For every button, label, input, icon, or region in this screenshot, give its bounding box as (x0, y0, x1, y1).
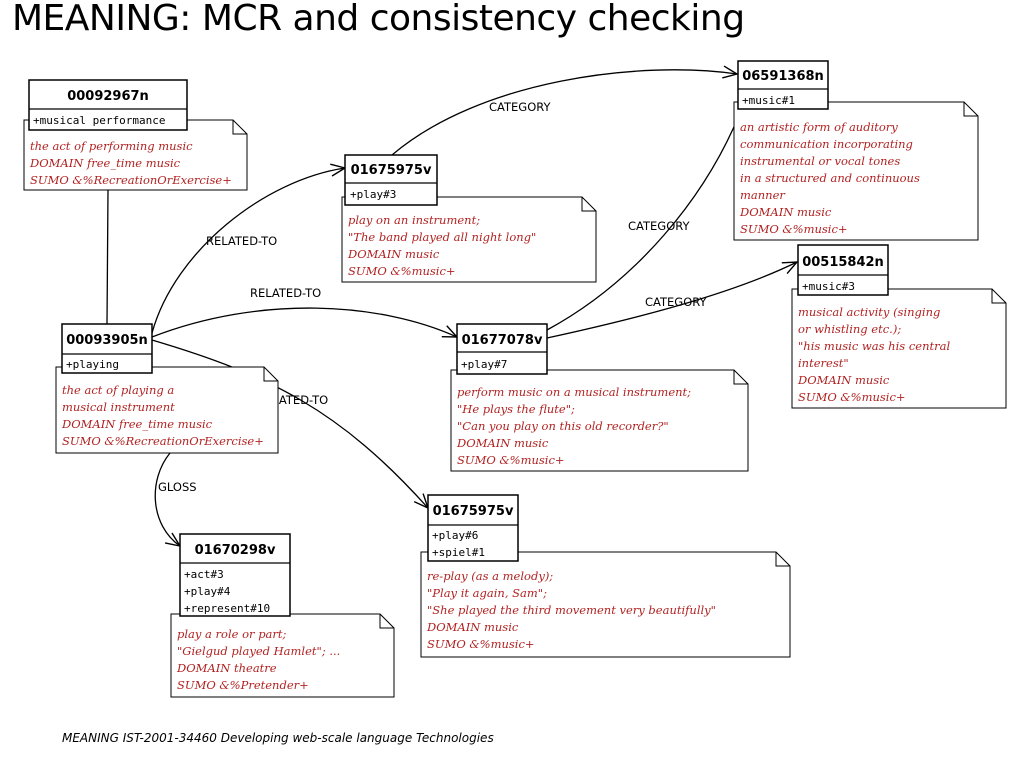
note-line: DOMAIN free_time music (61, 417, 213, 431)
edge-category-01675975v-06591368n (391, 70, 737, 156)
note-line: play a role or part; (177, 627, 287, 641)
note-line: manner (740, 188, 786, 202)
note-line: DOMAIN free_time music (29, 156, 181, 170)
footer-text: MEANING IST-2001-34460 Developing web-sc… (62, 731, 494, 745)
gloss-note: re-play (as a melody); "Play it again, S… (420, 551, 791, 658)
note-line: SUMO &%RecreationOrExercise+ (30, 173, 232, 187)
note-line: communication incorporating (740, 137, 913, 151)
note-line: in a structured and continuous (740, 171, 920, 185)
notes: the act of performing music DOMAIN free_… (23, 101, 1007, 698)
note-line: "Can you play on this old recorder?" (457, 419, 669, 433)
edge-label: CATEGORY (628, 219, 691, 233)
edge-category-01677078v-06591368n (546, 92, 748, 331)
note-line: SUMO &%RecreationOrExercise+ (62, 434, 264, 448)
note-line: DOMAIN theatre (176, 661, 277, 675)
synset-member: +spiel#1 (432, 546, 485, 559)
note-line: SUMO &%music+ (457, 453, 565, 467)
note-line: DOMAIN music (797, 373, 890, 387)
note-line: interest" (798, 356, 849, 370)
note-line: "She played the third movement very beau… (427, 603, 716, 617)
edge-label: RELATED-TO (206, 234, 277, 248)
synset-node[interactable]: 00092967n +musical performance (28, 79, 188, 131)
edge-gloss-00093905n-01670298v (154, 452, 180, 546)
synset-node[interactable]: 01670298v +act#3 +play#4 +represent#10 (179, 533, 291, 617)
note-line: SUMO &%music+ (427, 637, 535, 651)
synset-member: +play#6 (432, 529, 478, 542)
synset-member: +play#4 (184, 585, 231, 598)
synset-member: +represent#10 (184, 602, 270, 615)
synset-member: +act#3 (184, 568, 224, 581)
edge-related-00093905n-01675975v-b (151, 339, 428, 508)
note-line: perform music on a musical instrument; (457, 385, 691, 399)
note-line: SUMO &%music+ (740, 222, 848, 236)
note-line: "The band played all night long" (348, 230, 536, 244)
synset-member: +music#1 (742, 94, 795, 107)
synset-id: 01675975v (433, 504, 514, 519)
note-line: SUMO &%music+ (798, 390, 906, 404)
synset-member: +play#7 (461, 358, 507, 371)
gloss-note: the act of playing a musical instrument … (55, 366, 279, 454)
synset-node[interactable]: 06591368n +music#1 (737, 60, 829, 110)
edge-labels: CATEGORY RELATED-TO CATEGORY RELATED-TO … (158, 100, 708, 494)
note-line: "his music was his central (798, 339, 950, 353)
edges (106, 70, 797, 546)
note-line: DOMAIN music (456, 436, 549, 450)
note-line: SUMO &%Pretender+ (177, 678, 309, 692)
note-line: DOMAIN music (739, 205, 832, 219)
note-line: or whistling etc.); (798, 322, 901, 336)
note-line: play on an instrument; (348, 213, 480, 227)
edge-label: CATEGORY (645, 295, 708, 309)
gloss-note: the act of performing music DOMAIN free_… (23, 119, 248, 191)
synset-id: 00092967n (67, 89, 149, 104)
note-line: an artistic form of auditory (740, 120, 898, 134)
note-line: musical activity (singing (798, 305, 940, 319)
edge-related-00093905n-01677078v (151, 307, 457, 337)
note-line: SUMO &%music+ (348, 264, 456, 278)
synset-member: +music#3 (802, 280, 855, 293)
note-line: the act of performing music (30, 139, 193, 153)
edge-link-00092967n (106, 189, 109, 325)
edge-category-01677078v-00515842n (546, 262, 797, 339)
note-line: DOMAIN music (347, 247, 440, 261)
gloss-note: perform music on a musical instrument; "… (450, 369, 749, 472)
note-line: "He plays the flute"; (457, 402, 575, 416)
note-line: "Gielgud played Hamlet"; ... (177, 644, 340, 658)
note-line: "Play it again, Sam"; (427, 586, 547, 600)
note-line: DOMAIN music (426, 620, 519, 634)
synset-node[interactable]: 01675975v +play#6 +spiel#1 (427, 494, 519, 562)
edge-related-00093905n-01675975v (151, 168, 345, 334)
edge-label: CATEGORY (489, 100, 552, 114)
edge-label: RELATED-TO (250, 286, 321, 300)
synset-id: 01677078v (462, 333, 543, 348)
synset-node[interactable]: 00515842n +music#3 (797, 244, 889, 296)
synset-id: 01675975v (351, 163, 432, 178)
synset-id: 01670298v (195, 543, 276, 558)
note-line: instrumental or vocal tones (740, 154, 900, 168)
synset-member: +playing (66, 358, 119, 371)
page-title: MEANING: MCR and consistency checking (12, 0, 745, 39)
synset-member: +play#3 (350, 188, 396, 201)
edge-label: GLOSS (158, 480, 197, 494)
synset-id: 00515842n (802, 255, 884, 270)
synset-node[interactable]: 00093905n +playing (61, 323, 153, 374)
gloss-note: an artistic form of auditory communicati… (733, 101, 979, 241)
gloss-note: play on an instrument; "The band played … (341, 196, 597, 283)
synset-node[interactable]: 01675975v +play#3 (344, 154, 438, 206)
synset-id: 00093905n (66, 333, 148, 348)
synset-node[interactable]: 01677078v +play#7 (456, 323, 548, 375)
synset-nodes: 00092967n +musical performance 01675975v… (28, 60, 889, 617)
gloss-note: play a role or part; "Gielgud played Ham… (170, 613, 395, 698)
synset-member: +musical performance (33, 114, 165, 127)
note-line: re-play (as a melody); (427, 569, 553, 583)
synset-id: 06591368n (742, 69, 824, 84)
note-line: the act of playing a (62, 383, 174, 397)
note-line: musical instrument (62, 400, 175, 414)
gloss-note: musical activity (singing or whistling e… (791, 288, 1007, 409)
